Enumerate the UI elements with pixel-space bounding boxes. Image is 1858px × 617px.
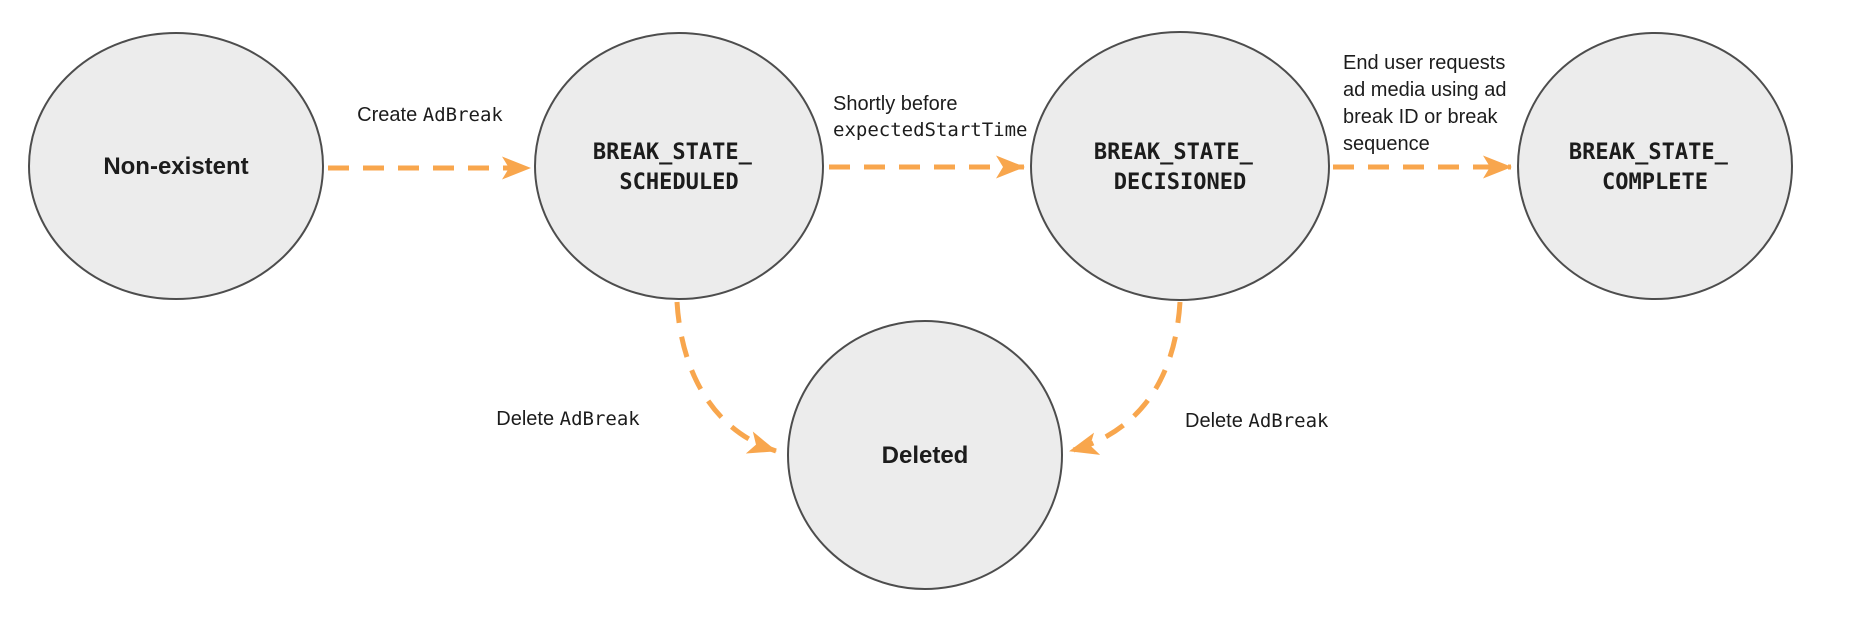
state-node-break-state-scheduled <box>534 32 824 300</box>
node-label-break-state-decisioned: BREAK_STATE_ DECISIONED <box>1094 140 1266 195</box>
edge-delete-adbreak-from-decisioned <box>1069 301 1183 455</box>
node-label-non-existent: Non-existent <box>103 153 248 180</box>
edge-label-expectedstarttime: expectedStartTime <box>833 119 1027 141</box>
edge-label-delete-adbreak-right: Delete AdBreak <box>1185 410 1329 432</box>
edge-delete-adbreak-from-scheduled <box>674 301 777 454</box>
edge-label-shortly-before: Shortly before <box>833 93 958 115</box>
edge-label-end-user-requests: End user requests ad media using ad brea… <box>1343 52 1512 155</box>
state-node-break-state-decisioned <box>1030 31 1330 301</box>
edge-label-create-adbreak: Create AdBreak <box>357 104 503 126</box>
state-node-deleted <box>787 320 1063 590</box>
edge-label-delete-adbreak-left: Delete AdBreak <box>496 408 640 430</box>
state-node-break-state-complete <box>1517 32 1793 300</box>
state-node-non-existent <box>28 32 324 300</box>
node-label-break-state-scheduled: BREAK_STATE_ SCHEDULED <box>593 140 765 195</box>
node-label-deleted: Deleted <box>882 442 969 469</box>
node-label-break-state-complete: BREAK_STATE_ COMPLETE <box>1569 140 1741 195</box>
